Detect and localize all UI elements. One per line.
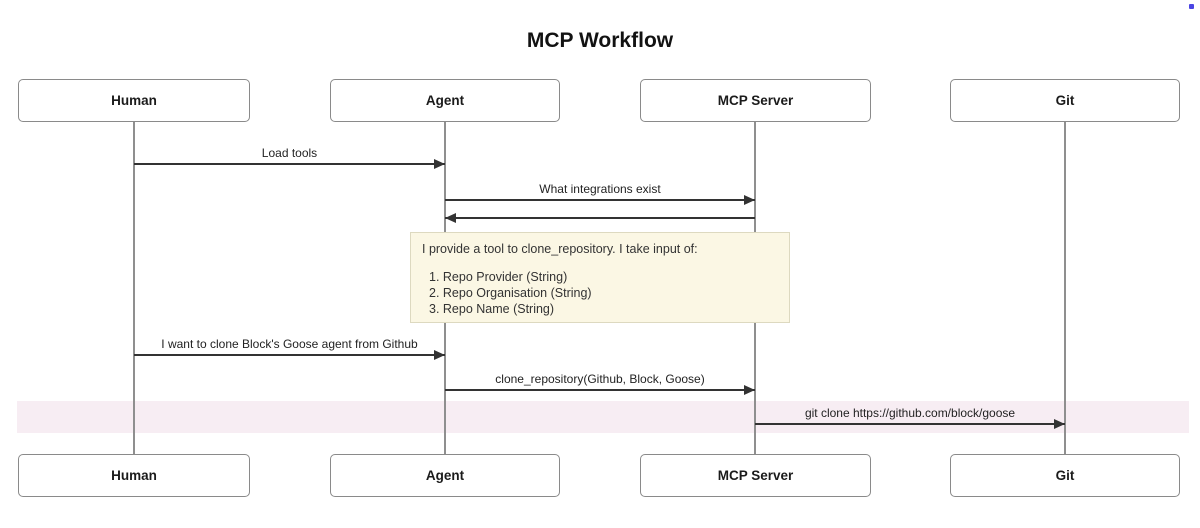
arrowhead-left-icon <box>445 213 456 223</box>
note-intro: I provide a tool to clone_repository. I … <box>422 242 698 256</box>
message-arrow <box>445 213 755 223</box>
actor-label: Git <box>1055 468 1075 483</box>
lifeline-git <box>1064 121 1066 454</box>
note-item: 1. Repo Provider (String) <box>429 270 568 284</box>
actor-top-agent: Agent <box>330 79 560 122</box>
note-item: 2. Repo Organisation (String) <box>429 286 592 300</box>
arrowhead-right-icon <box>744 385 755 395</box>
actor-label: MCP Server <box>717 93 794 108</box>
actor-label: Agent <box>425 93 465 108</box>
actor-top-human: Human <box>18 79 250 122</box>
arrowhead-right-icon <box>744 195 755 205</box>
actor-label: Git <box>1055 93 1075 108</box>
actor-label: Human <box>111 93 157 108</box>
actor-label: Human <box>111 468 157 483</box>
highlight-band <box>17 401 1189 433</box>
message-label: clone_repository(Github, Block, Goose) <box>495 372 705 386</box>
message-label: What integrations exist <box>539 182 661 196</box>
note-item: 3. Repo Name (String) <box>429 302 555 316</box>
message-arrow <box>134 159 445 169</box>
actor-bottom-agent: Agent <box>330 454 560 497</box>
message-label: I want to clone Block's Goose agent from… <box>161 337 418 351</box>
message-arrow <box>445 195 755 205</box>
arrowhead-right-icon <box>434 159 445 169</box>
note-items: 1. Repo Provider (String) 2. Repo Organi… <box>422 269 778 317</box>
diagram-title: MCP Workflow <box>526 29 674 52</box>
message-arrow <box>445 385 755 395</box>
message-arrow <box>755 419 1065 429</box>
actor-top-git: Git <box>950 79 1180 122</box>
lifeline-human <box>133 121 135 454</box>
actor-bottom-human: Human <box>18 454 250 497</box>
actor-bottom-mcp-server: MCP Server <box>640 454 871 497</box>
actor-label: MCP Server <box>717 468 794 483</box>
message-label: git clone https://github.com/block/goose <box>804 406 1016 420</box>
actor-top-mcp-server: MCP Server <box>640 79 871 122</box>
note-box: I provide a tool to clone_repository. I … <box>410 232 790 323</box>
actor-bottom-git: Git <box>950 454 1180 497</box>
actor-label: Agent <box>425 468 465 483</box>
message-arrow <box>134 350 445 360</box>
arrowhead-right-icon <box>434 350 445 360</box>
message-label: Load tools <box>261 146 318 160</box>
corner-dot <box>1189 4 1194 9</box>
arrowhead-right-icon <box>1054 419 1065 429</box>
